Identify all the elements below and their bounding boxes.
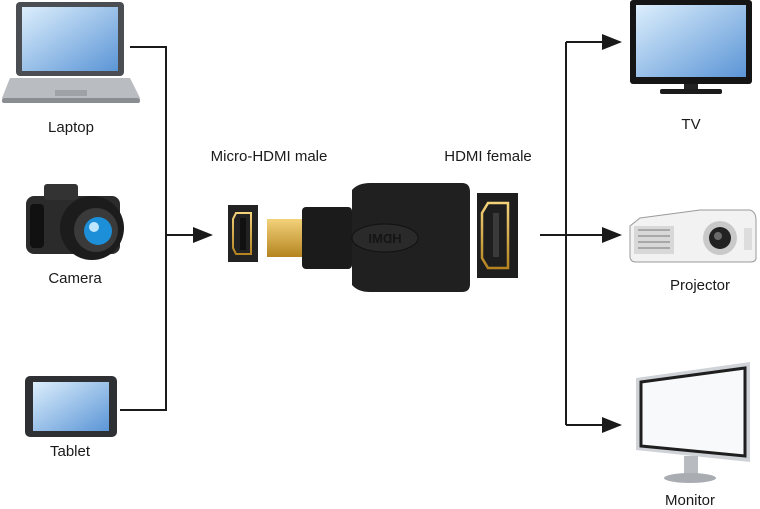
tv-icon — [630, 0, 752, 94]
target-connector-lines — [540, 34, 622, 433]
projector-icon — [629, 209, 757, 263]
source-label-tablet: Tablet — [49, 443, 91, 460]
source-label-laptop: Laptop — [48, 119, 94, 136]
svg-text:HDMI: HDMI — [368, 231, 401, 246]
camera-icon — [26, 184, 124, 260]
laptop-icon — [2, 2, 140, 103]
micro-hdmi-male-label: Micro-HDMI male — [210, 148, 328, 165]
hdmi-female-port-icon — [477, 193, 518, 278]
hdmi-female-label: HDMI female — [444, 148, 532, 165]
monitor-icon — [636, 362, 750, 483]
target-label-monitor: Monitor — [664, 492, 716, 509]
source-label-camera: Camera — [48, 270, 102, 287]
target-label-projector: Projector — [669, 277, 731, 294]
source-connector-lines — [120, 46, 213, 411]
target-label-tv: TV — [681, 116, 701, 133]
hdmi-adapter-icon: HDMI — [267, 183, 470, 292]
micro-hdmi-port-icon — [228, 205, 258, 262]
tablet-icon — [25, 376, 117, 437]
